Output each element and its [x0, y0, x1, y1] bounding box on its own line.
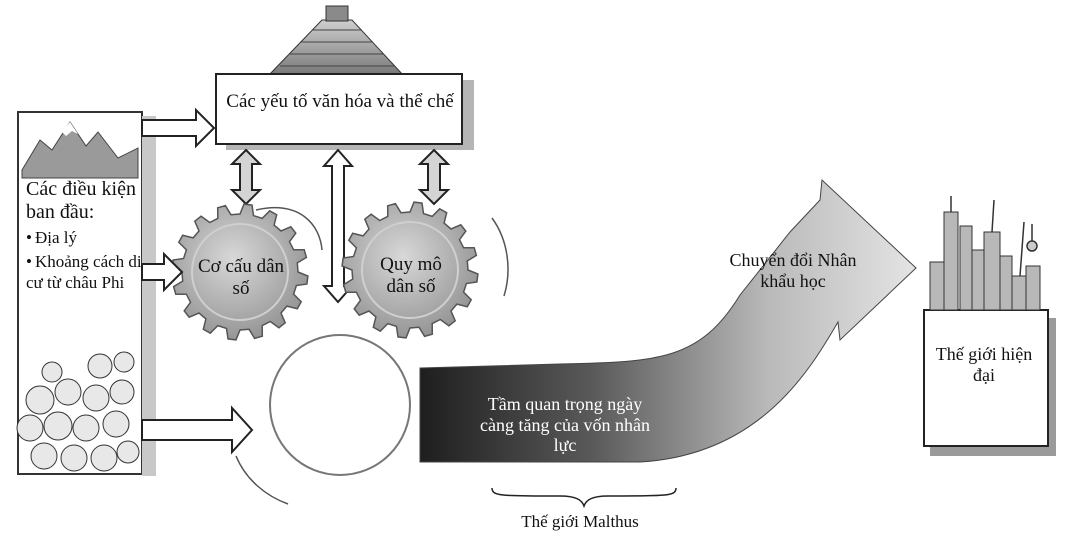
technology-label: Tiến bộ công nghệ [283, 383, 399, 434]
bullet-migration: •Khoảng cách di cư từ châu Phi [26, 252, 146, 293]
gear-technology [269, 334, 411, 476]
malthus-world-label: Thế giới Malthus [521, 512, 639, 531]
human-capital-label: Tầm quan trọng ngày càng tăng của vốn nh… [480, 394, 650, 456]
pyramid-image [266, 19, 406, 77]
initial-conditions-text: Các điều kiện ban đầu: •Địa lý •Khoảng c… [26, 178, 146, 293]
malthus-brace [491, 487, 677, 509]
crowd-image [16, 351, 140, 472]
population-scale-label: Quy mô dân số [380, 254, 442, 297]
arrow-to-culture [141, 107, 216, 149]
skyline-image [929, 211, 1041, 311]
mountain-image [21, 121, 139, 179]
gear-population-scale [341, 201, 479, 339]
modern-world-label: Thế giới hiện đại [935, 344, 1033, 385]
cultural-box-label: Các yếu tố văn hóa và thể chế [226, 91, 454, 112]
population-structure-label: Cơ cấu dân số [197, 256, 285, 299]
arrow-to-population-gear [141, 251, 184, 293]
bullet-geography: •Địa lý [26, 228, 146, 248]
bullet-migration-label: Khoảng cách di cư từ châu Phi [26, 252, 142, 292]
bullet-dot: • [26, 228, 32, 247]
initial-conditions-title: Các điều kiện ban đầu: [26, 178, 136, 223]
arrow-to-technology-gear [141, 405, 254, 455]
bullet-dot: • [26, 252, 32, 272]
demographic-transition-label: Chuyển đổi Nhân khẩu học [729, 250, 857, 291]
cultural-institutional-box [215, 73, 463, 145]
bullet-geography-label: Địa lý [34, 228, 77, 247]
modern-world-box [923, 309, 1049, 447]
growth-arrow [419, 178, 917, 463]
